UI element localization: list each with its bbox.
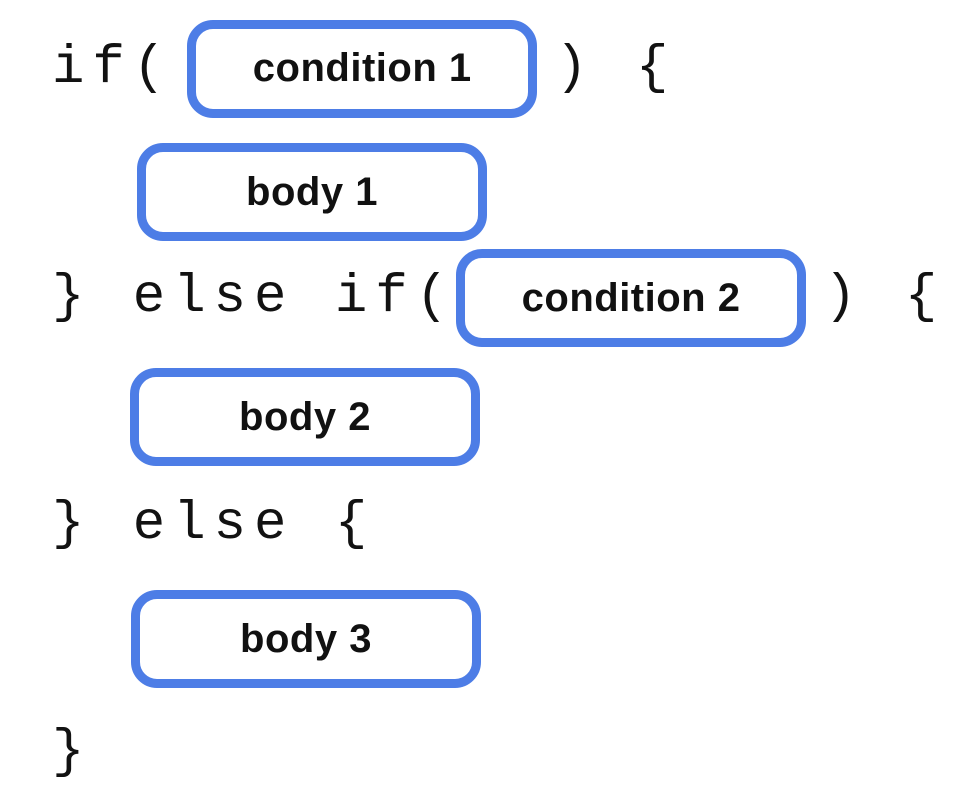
code-close-paren-open-brace: ) { (824, 267, 946, 328)
line-else: } else { (52, 498, 375, 552)
code-else-if-open: } else if( (52, 267, 457, 328)
line-body1: body 1 (137, 143, 487, 241)
code-closing-brace: } (52, 722, 93, 783)
body1-label: body 1 (246, 169, 378, 214)
body1-slot: body 1 (137, 143, 487, 241)
condition1-label: condition 1 (252, 46, 472, 90)
body3-slot: body 3 (131, 590, 481, 688)
line-if: if( condition 1 ) { (52, 18, 676, 119)
body2-label: body 2 (239, 394, 371, 439)
condition1-slot: condition 1 (187, 19, 538, 118)
code-close-paren-open-brace: ) { (555, 37, 677, 99)
code-if-open: if( (52, 37, 174, 99)
body3-label: body 3 (240, 616, 372, 661)
body2-slot: body 2 (130, 368, 480, 466)
condition2-label: condition 2 (521, 275, 741, 320)
line-body3: body 3 (131, 590, 481, 688)
line-else-if: } else if( condition 2 ) { (52, 249, 946, 347)
line-closing-brace: } (52, 726, 92, 780)
code-else-open: } else { (52, 494, 376, 555)
condition2-slot: condition 2 (456, 249, 807, 347)
line-body2: body 2 (130, 368, 480, 466)
